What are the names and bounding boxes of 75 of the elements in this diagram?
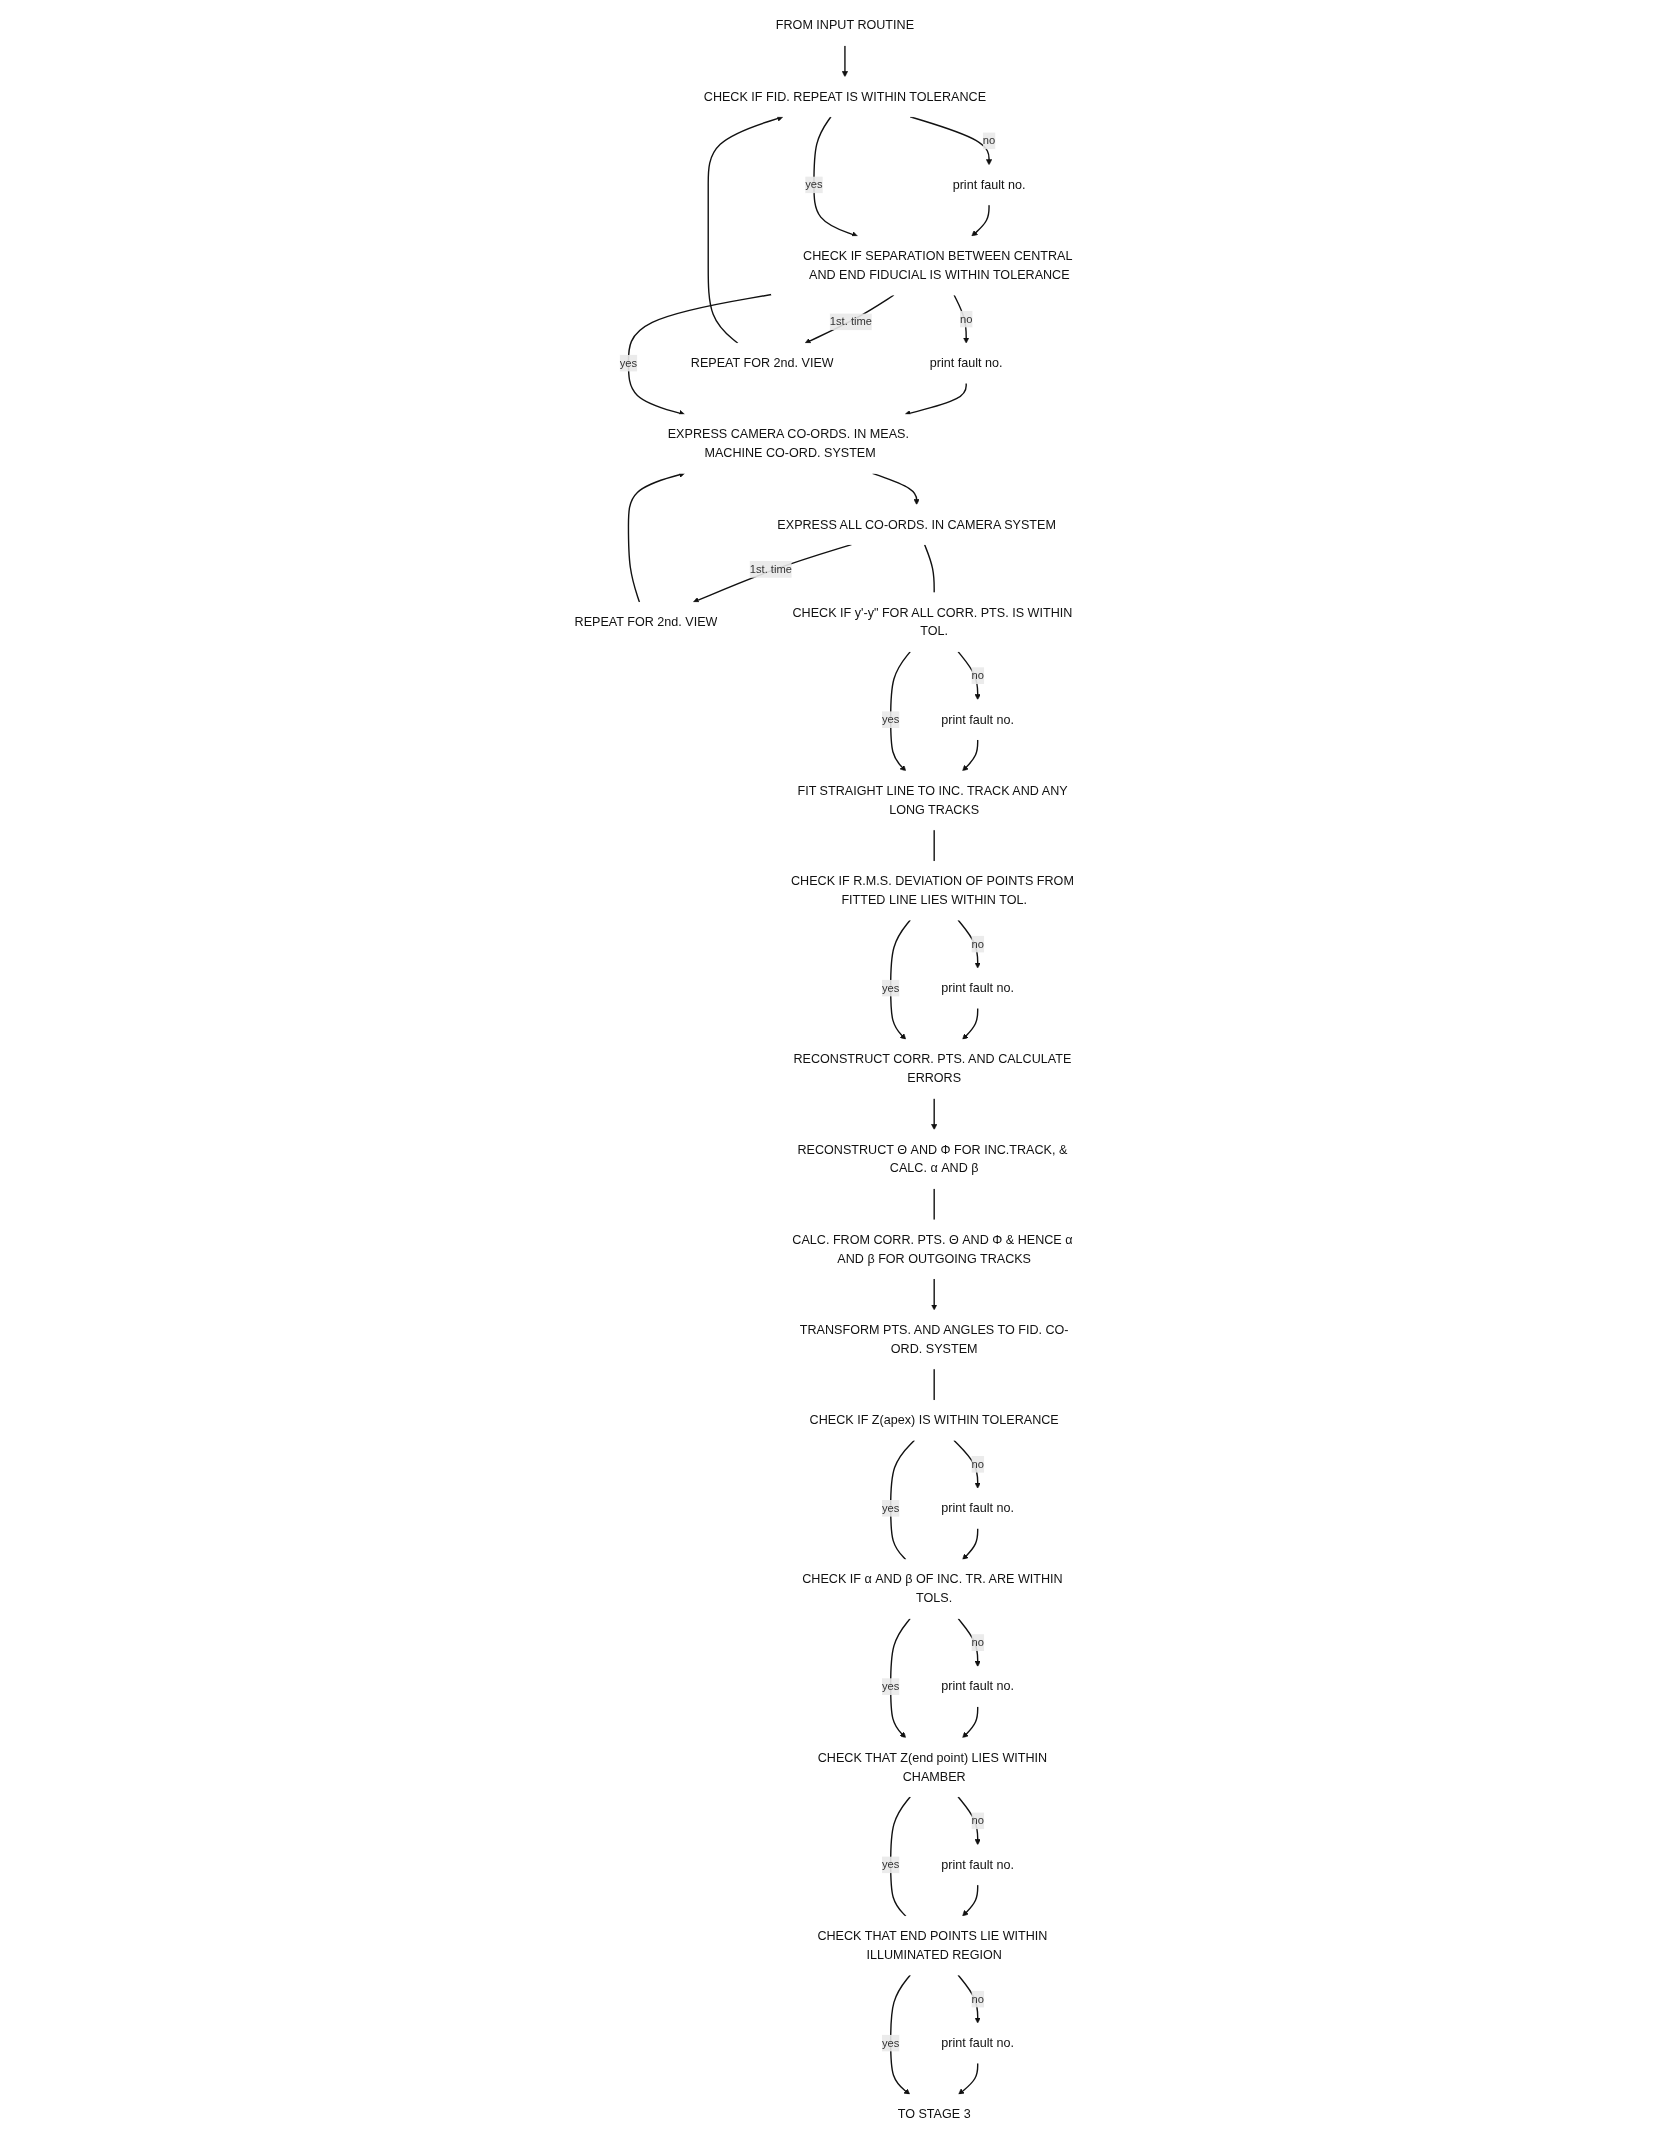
connector [890, 1796, 912, 1917]
node-text: print fault no. [941, 712, 1015, 727]
arrow [958, 2062, 979, 2095]
edge-label: no [960, 312, 973, 325]
node-text: RECONSTRUCT CORR. PTS. AND CALCULATE ERRORS [793, 1052, 1072, 1086]
node-text: print fault no. [941, 1857, 1015, 1872]
node-text: EXPRESS CAMERA CO-ORDS. IN MEAS. MACHINE CO-ORD. SYSTEM [667, 427, 910, 461]
arrow [931, 1277, 938, 1311]
arrow [953, 1439, 981, 1489]
connector [933, 1187, 936, 1221]
edge-label: no [971, 1457, 985, 1470]
node-text: CHECK IF Z(apex) IS WITHIN TOLERANCE [809, 1412, 1059, 1427]
arrow [957, 1796, 981, 1846]
arrow [962, 738, 979, 772]
node-text: print fault no. [941, 1679, 1015, 1694]
node-text: CHECK IF R.M.S. DEVIATION OF POINTS FROM FITTED LINE LIES WITHIN TOL. [791, 873, 1075, 907]
arrow [931, 1097, 938, 1131]
edge-label: no [971, 669, 985, 682]
arrow [957, 919, 981, 969]
node-text: print fault no. [941, 980, 1015, 995]
edge-label: yes [882, 981, 900, 994]
node-text: CHECK IF FID. REPEAT IS WITHIN TOLERANCE [703, 89, 987, 104]
edge-label: yes [619, 356, 638, 369]
edge-label: no [971, 937, 985, 950]
node-text: CHECK THAT Z(end point) LIES WITHIN CHAMBER [817, 1750, 1048, 1784]
arrow [890, 1617, 912, 1739]
node-text: EXPRESS ALL CO-ORDS. IN CAMERA SYSTEM [777, 517, 1057, 532]
arrow [957, 1617, 981, 1667]
arrow [971, 204, 990, 237]
arrow [890, 1974, 912, 2095]
node-text: REPEAT FOR 2nd. VIEW [690, 355, 834, 370]
edge-label: yes [882, 1858, 900, 1871]
node-text: CHECK IF y'-y" FOR ALL CORR. PTS. IS WITHIN TOL. [792, 605, 1073, 639]
node-text: CALC. FROM CORR. PTS. Θ AND Φ & HENCE α AND β FOR OUTGOING TRACKS [792, 1232, 1073, 1266]
node-text: print fault no. [941, 1500, 1015, 1515]
node-text: CHECK IF SEPARATION BETWEEN CENTRAL AND END FIDUCIAL IS WITHIN TOLERANCE [803, 248, 1073, 282]
edge-label: yes [882, 1680, 900, 1693]
edge-label: yes [882, 1502, 900, 1514]
edge-label: no [971, 1814, 985, 1827]
node-text: TRANSFORM PTS. AND ANGLES TO FID. CO-ORD. SYSTEM [799, 1322, 1069, 1356]
edge-label: yes [882, 713, 900, 726]
node-text: print fault no. [941, 2035, 1015, 2050]
edge-label: 1st. time [829, 315, 873, 328]
arrow [957, 1974, 981, 2024]
arrow [909, 116, 993, 166]
connector [924, 543, 936, 594]
edge-label: no [971, 1992, 985, 2005]
edge-label: yes [805, 178, 823, 191]
node-text: print fault no. [952, 177, 1026, 192]
node-text: REPEAT FOR 2nd. VIEW [574, 614, 718, 629]
connector [933, 829, 936, 862]
node-text: FIT STRAIGHT LINE TO INC. TRACK AND ANY LONG TRACKS [797, 783, 1068, 817]
node-text: TO STAGE 3 [897, 2107, 971, 2122]
node-text: print fault no. [929, 355, 1003, 370]
arrow [813, 116, 859, 238]
arrow [962, 1884, 979, 1917]
edge-label: 1st. time [749, 563, 793, 576]
arrow [962, 1705, 979, 1739]
node-text: FROM INPUT ROUTINE [775, 18, 915, 33]
arrow [957, 650, 981, 701]
arrow [890, 650, 912, 772]
arrow [962, 1527, 979, 1560]
edge-label: no [982, 134, 996, 147]
edge-label: yes [882, 2036, 900, 2049]
arrow [707, 115, 784, 344]
arrow [804, 294, 895, 344]
edge-label: no [971, 1636, 985, 1649]
node-text: CHECK THAT END POINTS LIE WITHIN ILLUMINATED REGION [817, 1928, 1048, 1962]
connector [933, 1368, 936, 1401]
arrow [890, 919, 912, 1040]
arrow [962, 1007, 979, 1040]
arrow [842, 44, 849, 78]
connector [890, 1439, 916, 1561]
node-text: RECONSTRUCT Θ AND Φ FOR INC.TRACK, & CALC. α AND β [797, 1142, 1068, 1176]
node-text: CHECK IF α AND β OF INC. TR. ARE WITHIN TOLS. [802, 1572, 1063, 1606]
